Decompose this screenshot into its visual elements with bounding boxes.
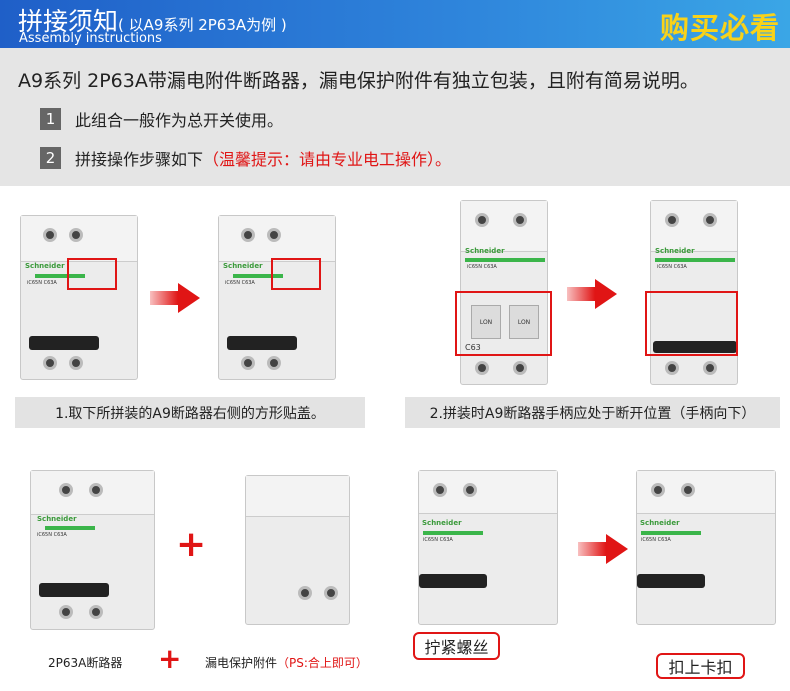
model-label: iC65N C63A — [27, 280, 57, 286]
model-label: iC65N C63A — [225, 280, 255, 286]
must-read-badge: 购买必看 — [659, 11, 780, 45]
plus-icon: + — [158, 642, 182, 675]
rcd-accessory-image — [245, 475, 350, 625]
model-label: iC65N C63A — [641, 537, 671, 543]
model-label: iC65N C63A — [657, 264, 687, 270]
plus-icon: + — [176, 524, 207, 565]
breaker-label: 2P63A断路器 — [48, 656, 123, 670]
caption-1: 1.取下所拼装的A9断路器右侧的方形贴盖。 — [15, 397, 365, 428]
brand-label: Schneider — [25, 262, 65, 270]
title-text: 拼接须知 — [18, 7, 119, 36]
step-text: 此组合一般作为总开关使用。 — [75, 111, 284, 130]
model-label: iC65N C63A — [37, 532, 67, 538]
handle-lon-left: LON — [471, 305, 501, 339]
highlight-box — [645, 291, 738, 356]
brand-label: Schneider — [655, 247, 695, 255]
assembled-breaker-image: Schneider iC65N C63A — [636, 470, 776, 625]
title-note: ( 以A9系列 2P63A为例 ) — [118, 16, 287, 34]
safety-note: （温馨提示：请由专业电工操作）。 — [203, 150, 452, 169]
accessory-text: 漏电保护附件 — [205, 656, 278, 670]
brand-label: Schneider — [422, 519, 462, 527]
caption-2: 2.拼装时A9断路器手柄应处于断开位置（手柄向下） — [405, 397, 780, 428]
arrow-right-icon — [578, 534, 628, 564]
breaker-image: Schneider iC65N C63A — [30, 470, 155, 630]
step-number: 1 — [40, 108, 61, 130]
step-2: 2 拼接操作步骤如下（温馨提示：请由专业电工操作）。 — [40, 146, 451, 170]
step-number: 2 — [40, 147, 61, 169]
accessory-label: 漏电保护附件（PS:合上即可） — [205, 654, 368, 671]
page-subtitle: Assembly instructions — [19, 31, 162, 46]
intro-text: A9系列 2P63A带漏电附件断路器，漏电保护附件有独立包装，且附有简易说明。 — [18, 70, 699, 92]
breaker-image: Schneider iC65N C63A — [218, 215, 336, 380]
callout-snap-clip: 扣上卡扣 — [656, 653, 745, 679]
arrow-right-icon — [150, 283, 200, 313]
brand-label: Schneider — [37, 515, 77, 523]
handle-lon-right: LON — [509, 305, 539, 339]
step-text: 拼接操作步骤如下 — [75, 150, 204, 169]
rating-c63-label: C63 — [465, 343, 481, 352]
assembled-breaker-image: Schneider iC65N C63A — [418, 470, 558, 625]
highlight-box — [67, 258, 117, 290]
brand-label: Schneider — [223, 262, 263, 270]
accessory-note: （PS:合上即可） — [277, 656, 368, 670]
highlight-box — [271, 258, 321, 290]
intro-section — [0, 48, 790, 186]
model-label: iC65N C63A — [467, 264, 497, 270]
brand-label: Schneider — [465, 247, 505, 255]
callout-tighten-screw: 拧紧螺丝 — [413, 632, 500, 660]
header-banner: 拼接须知( 以A9系列 2P63A为例 ) Assembly instructi… — [0, 0, 790, 48]
brand-label: Schneider — [640, 519, 680, 527]
page-title: 拼接须知( 以A9系列 2P63A为例 ) — [18, 2, 287, 38]
model-label: iC65N C63A — [423, 537, 453, 543]
step-1: 1 此组合一般作为总开关使用。 — [40, 107, 283, 131]
breaker-image: Schneider iC65N C63A — [20, 215, 138, 380]
arrow-right-icon — [567, 279, 617, 309]
highlight-box — [455, 291, 552, 356]
